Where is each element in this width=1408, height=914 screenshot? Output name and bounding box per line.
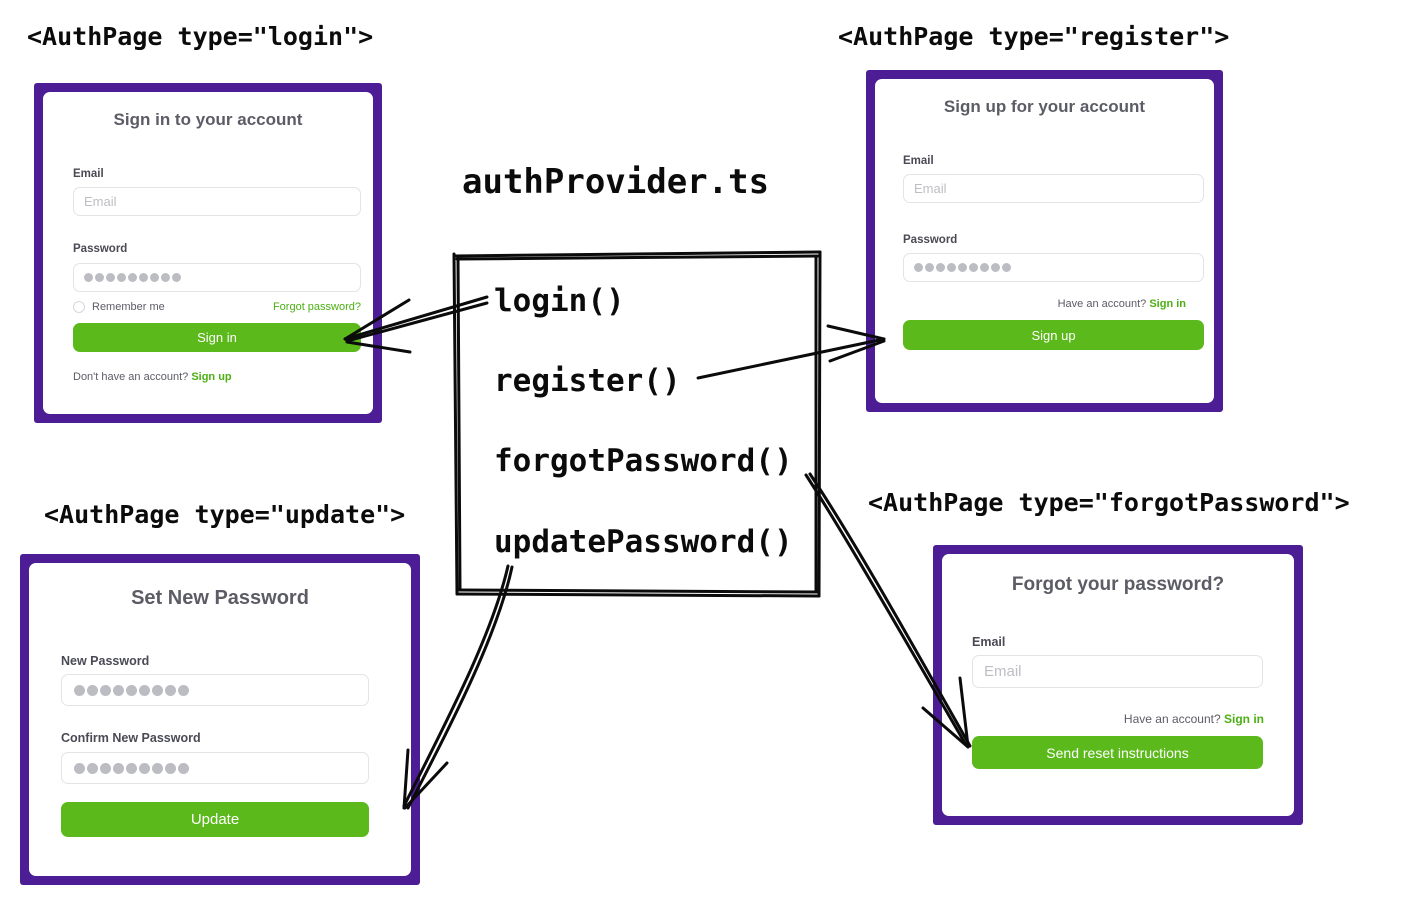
update-card-inner: Set New Password New Password Confirm Ne… [29, 563, 411, 876]
register-card: Sign up for your account Email Email Pas… [866, 70, 1223, 412]
forgot-email-input[interactable]: Email [972, 655, 1263, 688]
register-password-dots [914, 263, 1011, 272]
register-have-account-row: Have an account? Sign in [1058, 298, 1186, 310]
fn-forgot-password: forgotPassword() [494, 443, 793, 479]
forgot-have-account-text: Have an account? [1123, 712, 1221, 726]
auth-provider-title: authProvider.ts [462, 162, 770, 202]
forgot-page-tag: <AuthPage type="forgotPassword"> [868, 488, 1350, 517]
update-card: Set New Password New Password Confirm Ne… [20, 554, 420, 885]
send-reset-instructions-button[interactable]: Send reset instructions [972, 736, 1263, 769]
register-email-label: Email [903, 155, 934, 167]
register-page-tag: <AuthPage type="register"> [838, 22, 1230, 51]
login-email-label: Email [73, 168, 104, 180]
login-title: Sign in to your account [113, 110, 303, 129]
register-password-input[interactable] [903, 253, 1204, 282]
sign-up-button-label: Sign up [1031, 327, 1076, 343]
forgot-password-link[interactable]: Forgot password? [272, 301, 361, 313]
login-card-inner: Sign in to your account Email Email Pass… [43, 92, 373, 414]
update-confirm-password-label: Confirm New Password [61, 731, 201, 745]
arrow-register-to-signup [696, 324, 886, 380]
arrow-updatepassword-to-update [402, 564, 514, 810]
remember-me-checkbox[interactable] [73, 301, 85, 313]
update-page-tag: <AuthPage type="update"> [44, 500, 406, 529]
login-page-tag: <AuthPage type="login"> [27, 22, 374, 51]
fn-register: register() [494, 363, 681, 399]
remember-me-label: Remember me [92, 301, 165, 313]
login-password-input[interactable] [73, 263, 361, 292]
login-footer-text: Don't have an account? [73, 371, 189, 383]
update-button[interactable]: Update [61, 802, 369, 837]
forgot-card-inner: Forgot your password? Email Email Have a… [942, 554, 1294, 816]
register-email-placeholder: Email [914, 181, 947, 196]
login-footer-signup-link[interactable]: Sign up [191, 371, 232, 383]
fn-update-password: updatePassword() [494, 524, 793, 560]
register-card-inner: Sign up for your account Email Email Pas… [875, 79, 1214, 403]
update-confirm-password-dots [74, 762, 189, 774]
login-password-label: Password [73, 243, 128, 255]
login-email-placeholder: Email [84, 194, 117, 209]
sign-in-button[interactable]: Sign in [73, 323, 361, 352]
login-email-input[interactable]: Email [73, 187, 361, 216]
login-options-row: Remember me Forgot password? [73, 301, 361, 313]
register-email-input[interactable]: Email [903, 174, 1204, 203]
update-button-label: Update [190, 811, 240, 828]
update-title: Set New Password [131, 587, 309, 609]
forgot-card: Forgot your password? Email Email Have a… [933, 545, 1303, 825]
update-new-password-input[interactable] [61, 674, 369, 706]
login-password-dots [84, 273, 181, 282]
update-new-password-label: New Password [61, 654, 150, 668]
update-confirm-password-input[interactable] [61, 752, 369, 784]
register-sign-in-link[interactable]: Sign in [1149, 298, 1186, 310]
forgot-have-account-row: Have an account? Sign in [1124, 712, 1264, 726]
register-have-account-text: Have an account? [1057, 298, 1147, 310]
forgot-email-label: Email [972, 635, 1006, 649]
sign-in-button-label: Sign in [197, 330, 237, 345]
login-footer: Don't have an account? Sign up [73, 371, 232, 383]
sign-up-button[interactable]: Sign up [903, 320, 1204, 350]
forgot-email-placeholder: Email [984, 663, 1022, 680]
send-reset-instructions-label: Send reset instructions [1046, 744, 1189, 761]
register-title: Sign up for your account [943, 97, 1146, 116]
login-card: Sign in to your account Email Email Pass… [34, 83, 382, 423]
forgot-sign-in-link[interactable]: Sign in [1224, 712, 1264, 726]
register-password-label: Password [903, 234, 958, 246]
update-new-password-dots [74, 684, 189, 696]
forgot-title: Forgot your password? [1011, 574, 1225, 595]
fn-login: login() [494, 283, 625, 319]
